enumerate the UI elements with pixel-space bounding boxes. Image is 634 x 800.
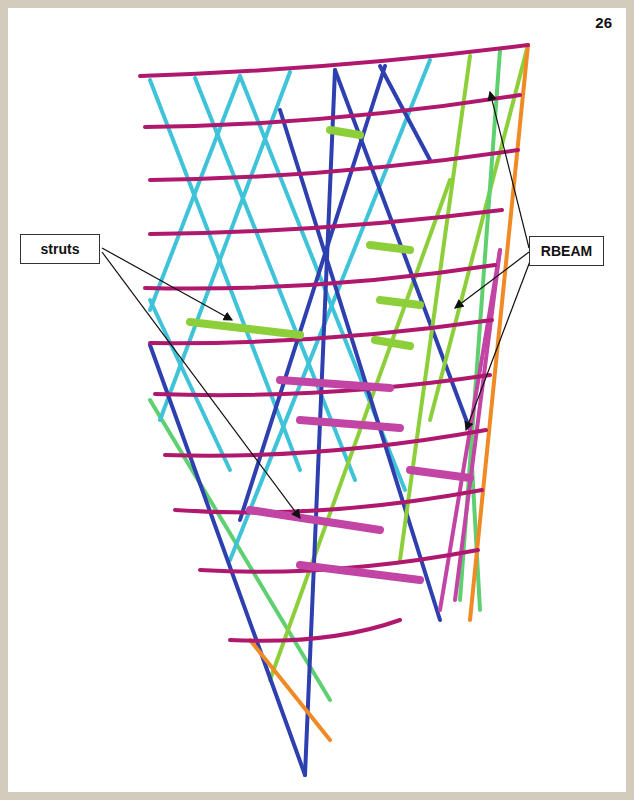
callout-box: struts bbox=[20, 234, 100, 264]
page-panel bbox=[8, 8, 626, 792]
callout-text: RBEAM bbox=[541, 243, 592, 259]
callout-box: RBEAM bbox=[529, 236, 604, 266]
page-number: 26 bbox=[595, 14, 612, 31]
callout-text: struts bbox=[41, 241, 80, 257]
